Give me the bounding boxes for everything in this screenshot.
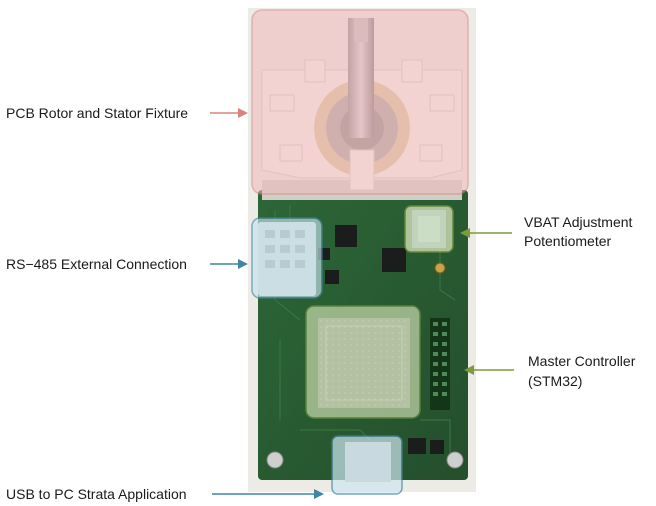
ic-chip <box>325 270 339 284</box>
vbat-highlight <box>404 205 454 253</box>
rotor-stator-arrow <box>210 108 248 118</box>
usb-label: USB to PC Strata Application <box>6 486 187 502</box>
pin-header <box>430 318 450 410</box>
rotor-stator-highlight <box>251 9 469 195</box>
rs485-highlight <box>251 217 323 299</box>
mounting-screw <box>266 451 284 469</box>
master-controller-highlight <box>305 305 421 419</box>
mounting-screw <box>446 451 464 469</box>
rs485-label: RS−485 External Connection <box>6 256 187 272</box>
vbat-label-line2: Potentiometer <box>524 233 612 249</box>
vbat-label-line1: VBAT Adjustment <box>524 214 633 230</box>
ic-chip <box>382 248 406 272</box>
rotor-stator-label: PCB Rotor and Stator Fixture <box>6 105 189 121</box>
master-controller-arrow <box>464 365 514 375</box>
rs485-arrow <box>210 259 248 269</box>
ic-chip <box>335 225 357 247</box>
ic-chip <box>408 438 426 454</box>
master-controller-label-line1: Master Controller <box>528 353 636 369</box>
vbat-arrow <box>460 228 512 238</box>
ic-chip <box>430 440 444 454</box>
master-controller-label-line2: (STM32) <box>528 373 583 389</box>
usb-arrow <box>212 489 324 499</box>
rf-connector <box>434 262 446 274</box>
usb-highlight <box>331 435 403 495</box>
